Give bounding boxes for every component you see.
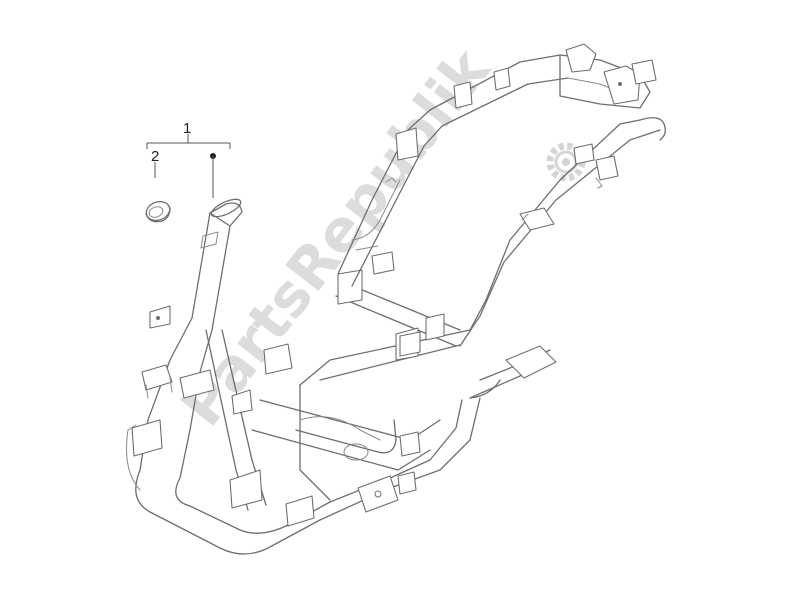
callout-leaders — [146, 134, 231, 198]
watermark-text: PartsRepublik — [167, 35, 503, 439]
scooter-frame — [126, 43, 666, 555]
part-2-plug — [145, 200, 171, 223]
callout-1[interactable]: 1 — [183, 120, 191, 137]
watermark-logo: PartsRepublik — [167, 35, 586, 439]
callout-2[interactable]: 2 — [151, 148, 159, 165]
